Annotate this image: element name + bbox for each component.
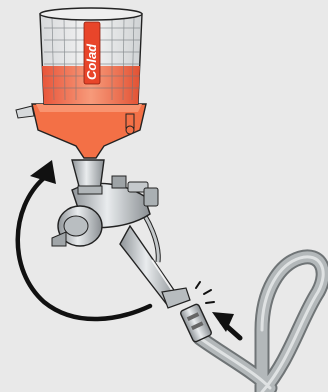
brand-name: Colad	[84, 43, 99, 80]
